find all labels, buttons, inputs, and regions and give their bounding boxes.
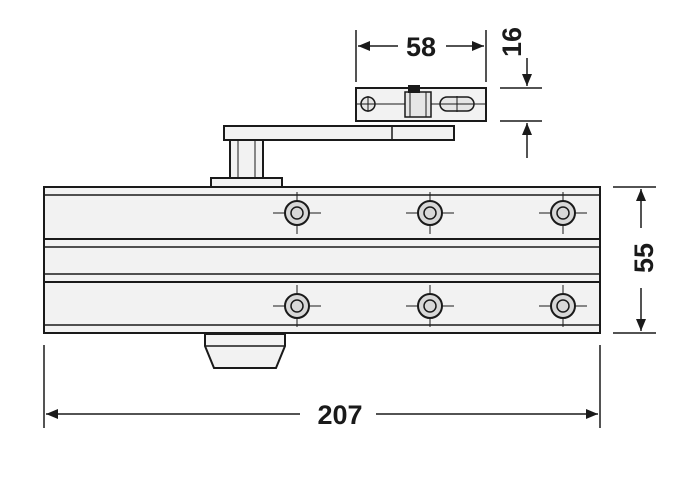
hole-top-2: [406, 192, 454, 234]
hole-top-3: [539, 192, 587, 234]
overall-width-label: 207: [317, 400, 362, 430]
hole-bottom-3: [539, 285, 587, 327]
dimension-bracket-height: [500, 58, 542, 158]
closer-arm: [210, 125, 455, 188]
mounting-holes: [273, 192, 587, 327]
hole-bottom-1: [273, 285, 321, 327]
mounting-bracket: [355, 85, 487, 122]
closer-body: [43, 186, 601, 334]
dimension-bracket-width: [355, 30, 487, 82]
adjustment-valve: [204, 333, 286, 369]
hole-top-1: [273, 192, 321, 234]
height-label: 55: [629, 243, 659, 273]
dimension-overall-width: [43, 345, 601, 428]
hole-bottom-2: [406, 285, 454, 327]
dimension-height: [613, 186, 656, 334]
bracket-width-label: 58: [406, 32, 436, 62]
bracket-height-label: 16: [497, 27, 527, 57]
